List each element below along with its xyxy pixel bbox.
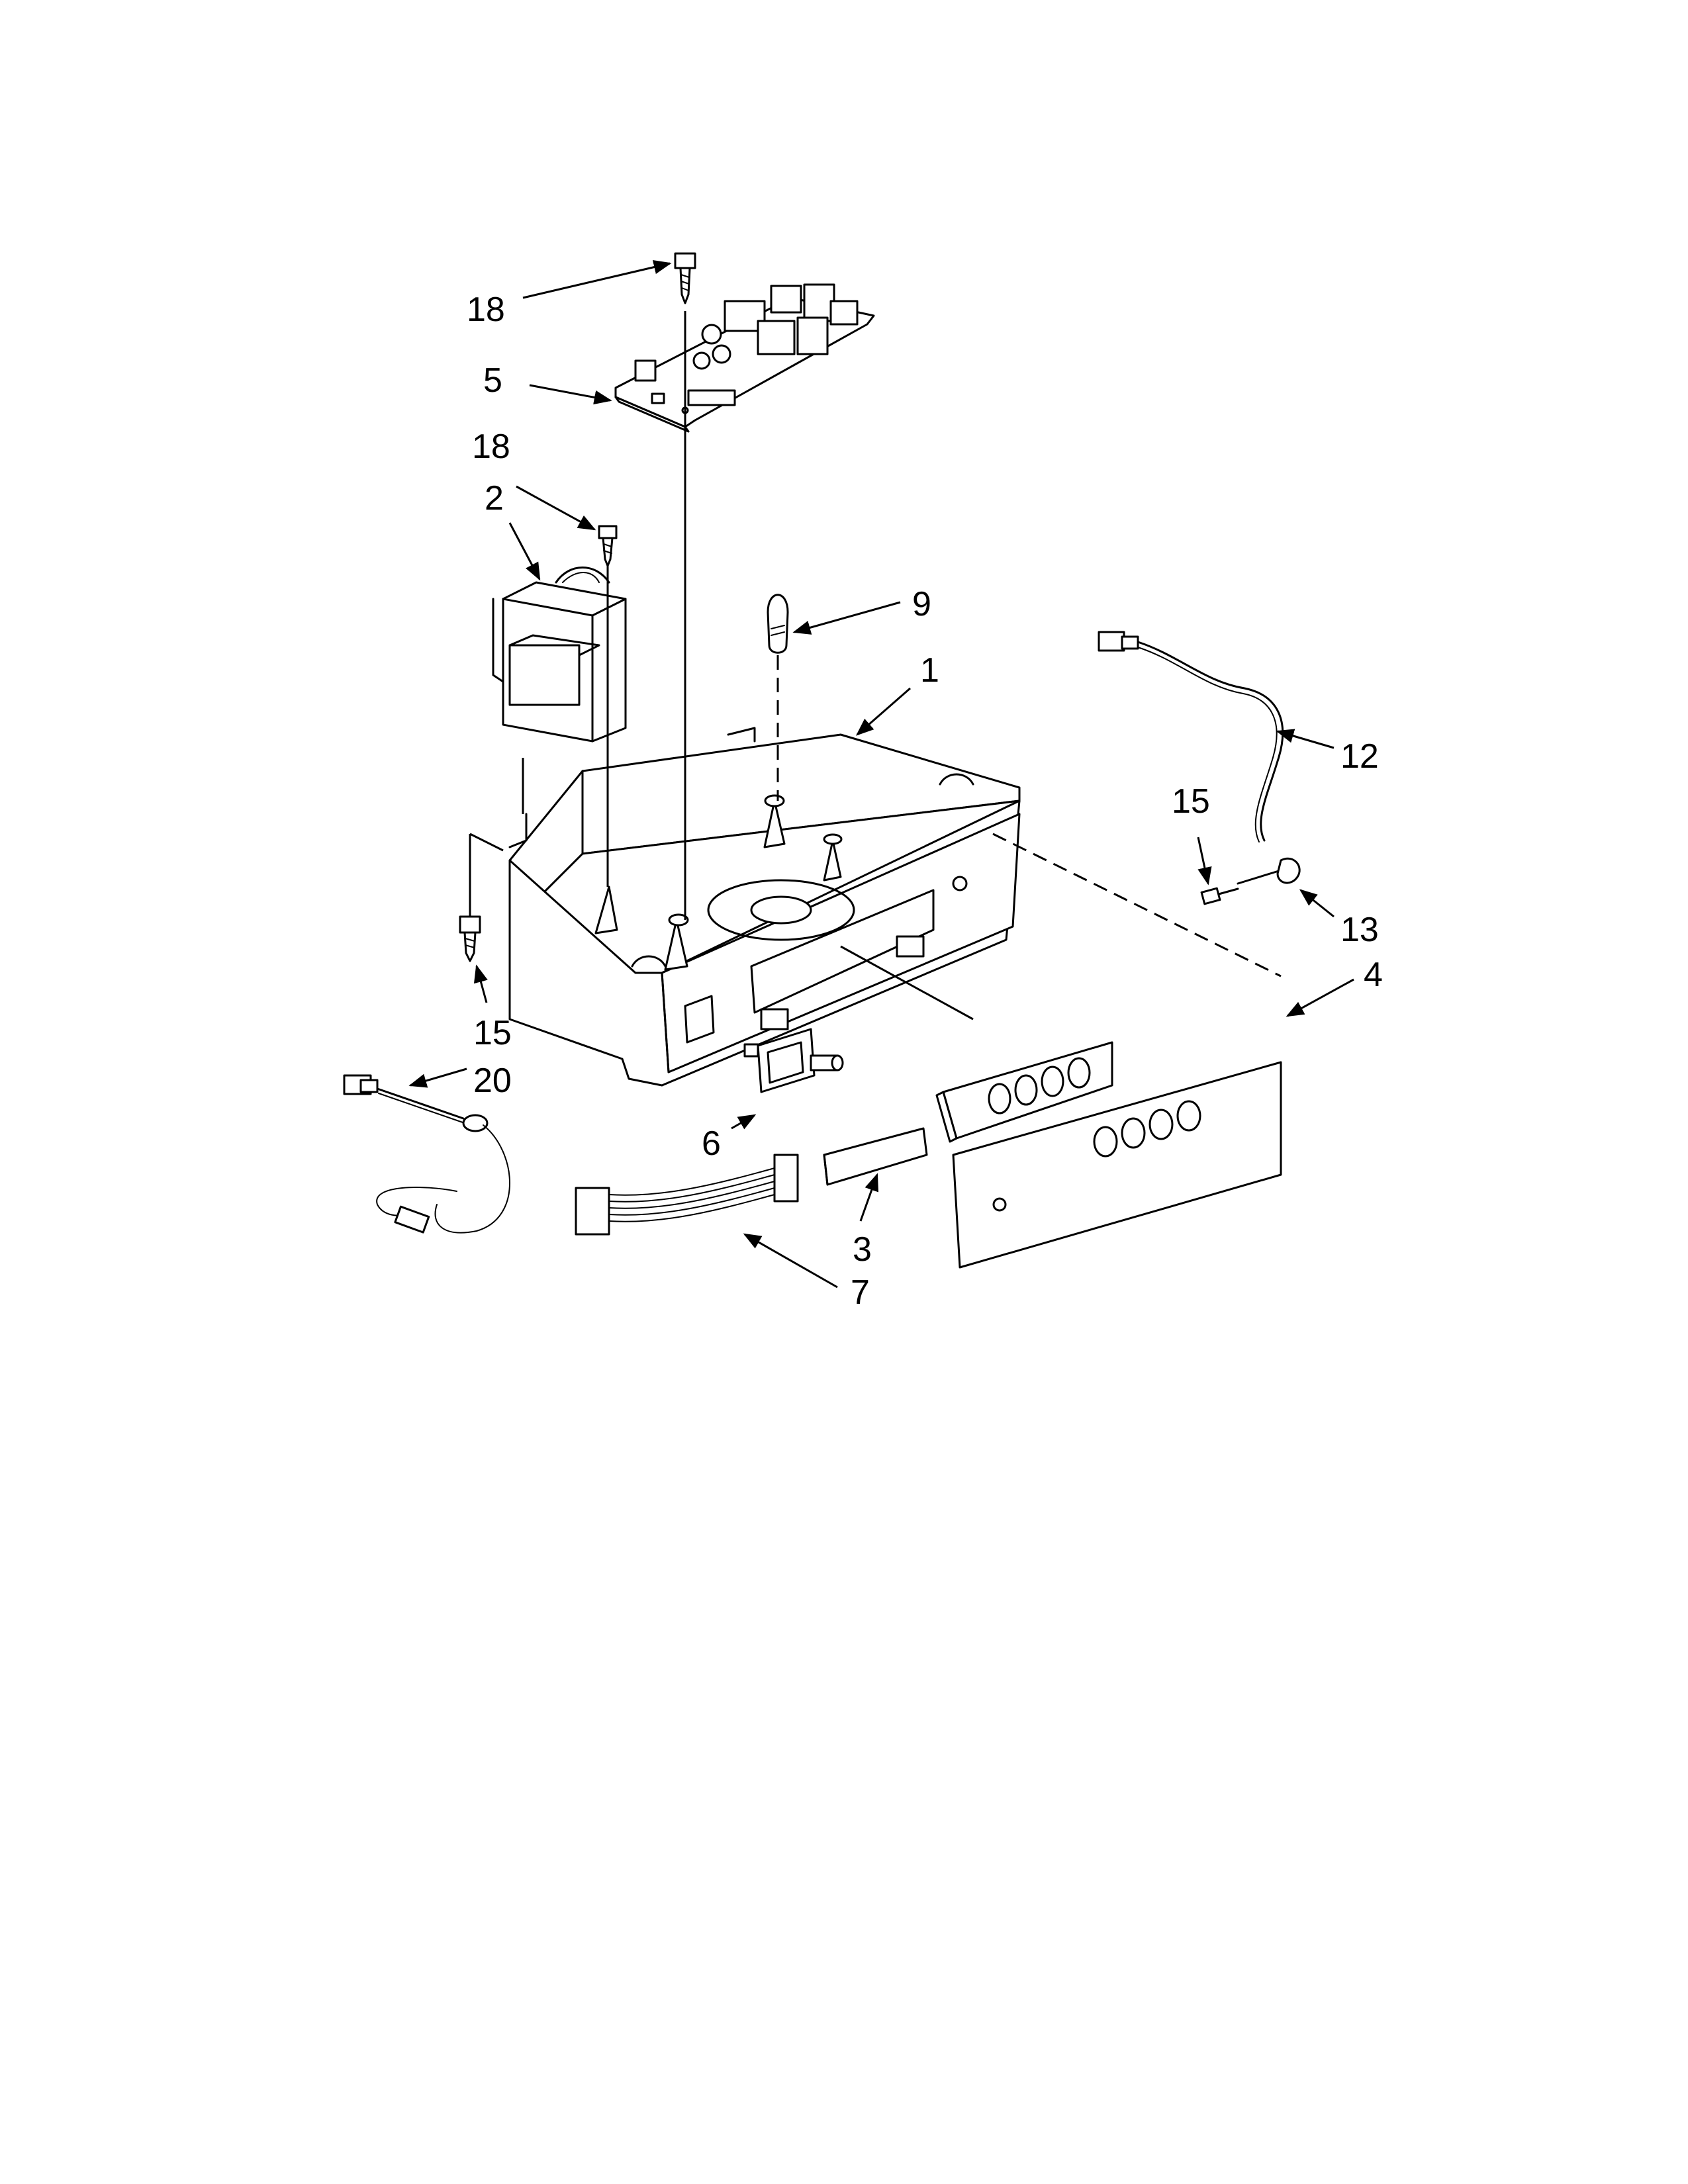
callout-labels: 18 5 18 2 9 1 12 15 13 15 20 4 6 3 7 bbox=[467, 291, 1383, 1312]
callout-4: 4 bbox=[1364, 956, 1383, 994]
callout-12: 12 bbox=[1340, 737, 1379, 776]
callout-18-mid: 18 bbox=[472, 428, 510, 466]
assembly-lines bbox=[469, 311, 1282, 1021]
screw-15-right bbox=[1200, 887, 1239, 905]
callout-20: 20 bbox=[473, 1062, 512, 1100]
callout-13: 13 bbox=[1340, 911, 1379, 949]
callout-2: 2 bbox=[485, 479, 504, 518]
control-board-5 bbox=[614, 283, 875, 433]
leader-arrows bbox=[408, 260, 1354, 1289]
harness-12 bbox=[1098, 631, 1284, 842]
callout-15-left: 15 bbox=[473, 1014, 512, 1052]
callout-7: 7 bbox=[851, 1273, 870, 1312]
transformer-2 bbox=[492, 567, 627, 743]
switch-board bbox=[935, 1041, 1113, 1143]
screw-18-mid bbox=[598, 525, 618, 567]
thermistor-harness-20 bbox=[343, 1074, 510, 1234]
switch-6 bbox=[743, 1028, 844, 1093]
control-panel-overlay-4 bbox=[952, 1061, 1282, 1269]
screw-15-left bbox=[459, 915, 481, 962]
screw-18-top bbox=[674, 252, 696, 304]
lamp-9 bbox=[767, 594, 789, 654]
control-housing-1 bbox=[508, 727, 1021, 1087]
wire-harness-7 bbox=[575, 1154, 799, 1236]
callout-18-top: 18 bbox=[467, 291, 505, 329]
callout-15-right: 15 bbox=[1172, 782, 1210, 821]
clip-13 bbox=[1237, 857, 1301, 885]
callout-1: 1 bbox=[920, 651, 939, 690]
callout-3: 3 bbox=[853, 1230, 872, 1269]
callout-6: 6 bbox=[702, 1124, 721, 1163]
membrane-strip-3 bbox=[823, 1127, 928, 1186]
callout-5: 5 bbox=[483, 361, 502, 400]
callout-9: 9 bbox=[912, 585, 931, 623]
